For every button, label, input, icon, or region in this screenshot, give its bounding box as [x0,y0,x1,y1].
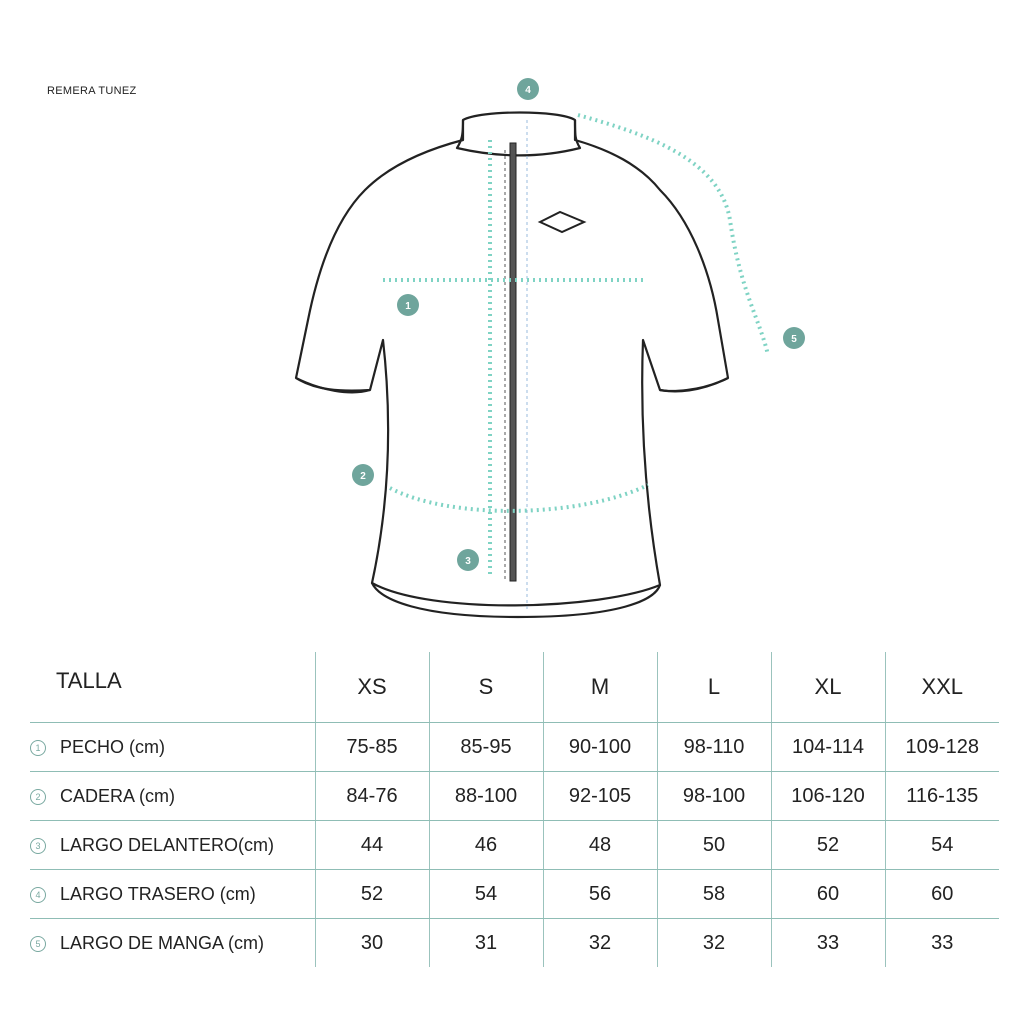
zipper [509,142,517,582]
table-cell: 88-100 [428,771,543,821]
table-cell: 75-85 [314,722,429,772]
row-label-text: LARGO DE MANGA (cm) [60,932,265,953]
table-cell: 50 [656,820,771,870]
size-xs: XS [314,652,429,723]
table-cell: 104-114 [770,722,885,772]
table-cell: 33 [884,918,999,967]
jersey-diagram: 1 2 3 4 5 [294,78,805,619]
badge-4: 4 [525,85,531,96]
row-number-icon: 5 [30,935,46,952]
row-label: 5 LARGO DE MANGA (cm) [30,919,315,968]
table-cell: 92-105 [542,771,657,821]
row-number-icon: 2 [30,788,46,805]
size-m: M [542,652,657,723]
logo-icon [537,210,587,234]
table-header-row: TALLA XS S M L XL XXL [30,652,999,723]
table-cell: 84-76 [314,771,429,821]
header-talla: TALLA [30,652,315,723]
row-label: 3 LARGO DELANTERO(cm) [30,820,315,870]
table-cell: 52 [770,820,885,870]
table-cell: 44 [314,820,429,870]
table-cell: 60 [884,869,999,919]
jersey-collar [455,119,582,157]
badge-1: 1 [405,301,411,312]
table-cell: 31 [428,918,543,967]
table-cell: 56 [542,869,657,919]
row-number-icon: 1 [30,739,46,756]
size-xxl: XXL [884,652,999,723]
table-cell: 33 [770,918,885,967]
table-cell: 106-120 [770,771,885,821]
row-number-icon: 4 [30,886,46,903]
badge-3: 3 [465,556,471,567]
table-cell: 48 [542,820,657,870]
row-label: 2 CADERA (cm) [30,771,315,821]
table-cell: 116-135 [884,771,999,821]
table-cell: 30 [314,918,429,967]
measure-badges: 1 2 3 4 5 [352,78,805,571]
table-cell: 60 [770,869,885,919]
size-l: L [656,652,771,723]
table-cell: 52 [314,869,429,919]
table-cell: 58 [656,869,771,919]
row-label: 4 LARGO TRASERO (cm) [30,869,315,919]
table-cell: 54 [884,820,999,870]
row-label-text: CADERA (cm) [60,785,176,806]
row-label-text: PECHO (cm) [60,736,165,757]
table-cell: 32 [542,918,657,967]
table-cell: 90-100 [542,722,657,772]
badge-2: 2 [360,471,366,482]
size-s: S [428,652,543,723]
size-xl: XL [770,652,885,723]
table-cell: 46 [428,820,543,870]
row-label: 1 PECHO (cm) [30,722,315,772]
table-cell: 98-110 [656,722,771,772]
product-title: REMERA TUNEZ [47,85,137,97]
row-label-text: LARGO TRASERO (cm) [60,883,256,904]
table-cell: 54 [428,869,543,919]
table-cell: 109-128 [884,722,999,772]
table-cell: 85-95 [428,722,543,772]
table-cell: 32 [656,918,771,967]
table-cell: 98-100 [656,771,771,821]
row-label-text: LARGO DELANTERO(cm) [60,834,275,855]
badge-5: 5 [791,334,797,345]
jersey-hem [371,582,662,619]
row-number-icon: 3 [30,837,46,854]
